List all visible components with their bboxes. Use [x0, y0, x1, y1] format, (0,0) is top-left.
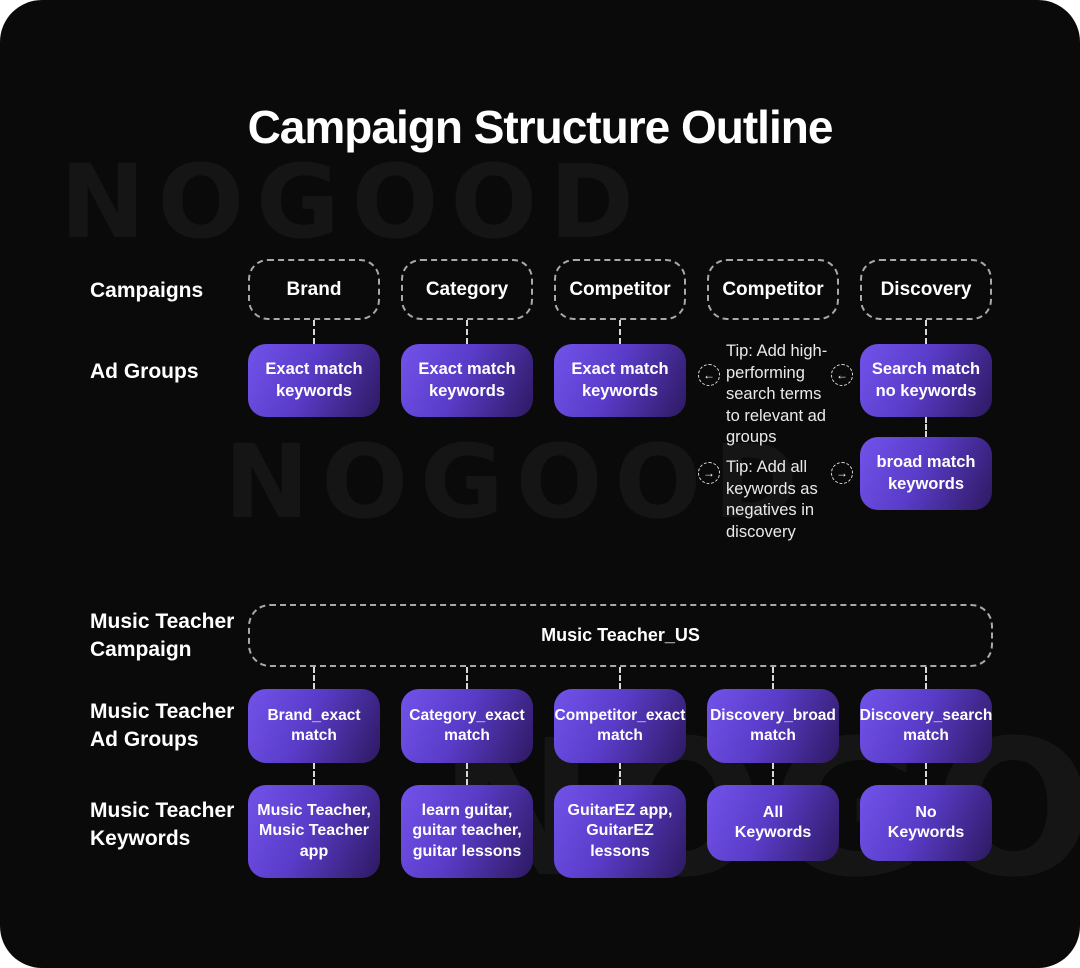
music-teacher-ad-groups-row-label: Music Teacher Ad Groups: [90, 700, 235, 751]
connector-line: [619, 763, 621, 785]
connector-line: [619, 320, 621, 344]
ad-group-box-search-match: Search match no keywords: [860, 344, 992, 417]
connector-line: [466, 320, 468, 344]
campaign-box-discovery: Discovery: [860, 259, 992, 320]
ad-group-box-exact-match-2: Exact match keywords: [401, 344, 533, 417]
arrow-right-icon: →: [698, 462, 720, 484]
tip-text-search-terms: Tip: Add high-performing search terms to…: [726, 342, 828, 446]
connector-line: [466, 667, 468, 689]
ad-group-box-discovery-broad: Discovery_broad match: [707, 689, 839, 763]
keywords-box-brand: Music Teacher, Music Teacher app: [248, 785, 380, 878]
page-title: Campaign Structure Outline: [247, 101, 834, 153]
nogood-watermark: NOGOOD: [224, 423, 810, 542]
connector-line: [313, 320, 315, 344]
arrow-left-icon: ←: [831, 364, 853, 386]
connector-line: [772, 667, 774, 689]
connector-line: [772, 763, 774, 785]
connector-line: [925, 320, 927, 344]
arrow-left-icon: ←: [698, 364, 720, 386]
ad-group-box-exact-match-1: Exact match keywords: [248, 344, 380, 417]
keywords-box-no-keywords-label: No Keywords: [887, 803, 965, 841]
ad-group-box-exact-match-3: Exact match keywords: [554, 344, 686, 417]
arrow-right-icon: →: [831, 462, 853, 484]
ad-group-box-category-exact: Category_exact match: [401, 689, 533, 763]
campaign-box-competitor-2: Competitor: [707, 259, 839, 320]
connector-line: [925, 667, 927, 689]
keywords-box-all-keywords: All Keywords: [707, 785, 839, 861]
tip-text-negatives: Tip: Add all keywords as negatives in di…: [726, 458, 818, 541]
connector-line: [925, 417, 927, 437]
connector-line: [925, 763, 927, 785]
ad-group-box-competitor-exact: Competitor_exact match: [554, 689, 686, 763]
nogood-watermark: NOGOOD: [60, 143, 646, 262]
connector-line: [619, 667, 621, 689]
campaigns-row-label: Campaigns: [90, 279, 204, 302]
connector-line: [466, 763, 468, 785]
campaign-box-music-teacher-us: Music Teacher_US: [248, 604, 993, 667]
music-teacher-campaign-row-label: Music Teacher Campaign: [90, 610, 235, 661]
ad-group-box-brand-exact: Brand_exact match: [248, 689, 380, 763]
ad-groups-row-label: Ad Groups: [90, 360, 199, 383]
connector-line: [313, 763, 315, 785]
ad-group-box-broad-match: broad match keywords: [860, 437, 992, 510]
connector-line: [313, 667, 315, 689]
keywords-box-competitor: GuitarEZ app, GuitarEZ lessons: [554, 785, 686, 878]
keywords-box-category: learn guitar, guitar teacher, guitar les…: [401, 785, 533, 878]
keywords-box-all-keywords-label: All Keywords: [734, 803, 812, 841]
campaign-box-brand: Brand: [248, 259, 380, 320]
campaign-box-competitor-1: Competitor: [554, 259, 686, 320]
ad-group-box-discovery-search: Discovery_search match: [860, 689, 992, 763]
campaign-box-category: Category: [401, 259, 533, 320]
keywords-box-no-keywords: No Keywords: [860, 785, 992, 861]
music-teacher-keywords-row-label: Music Teacher Keywords: [90, 799, 235, 850]
